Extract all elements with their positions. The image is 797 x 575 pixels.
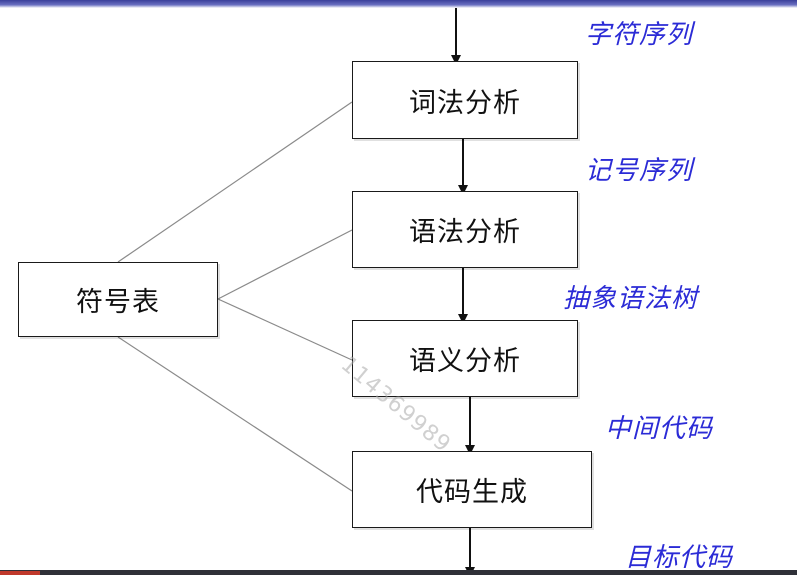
- symtab-link-syntax: [217, 229, 353, 300]
- flow-label-token-sequence: 记号序列: [585, 156, 694, 186]
- bottom-taskbar-strip: [0, 570, 797, 575]
- flow-label-ast: 抽象语法树: [563, 284, 699, 314]
- stage-semantic-analysis: 语义分析: [352, 320, 578, 397]
- top-banner-strip: [0, 0, 797, 8]
- symtab-link-semantic: [217, 298, 353, 361]
- stage-lexical-analysis: 词法分析: [352, 61, 578, 139]
- symtab-link-codegen: [117, 336, 353, 492]
- stage-syntax-label: 语法分析: [409, 217, 521, 248]
- stage-syntax-analysis: 语法分析: [352, 191, 578, 268]
- bottom-indicator-mark: [0, 571, 40, 575]
- stage-code-generation: 代码生成: [352, 451, 592, 528]
- symtab-link-lexical: [117, 101, 353, 263]
- symbol-table-box: 符号表: [18, 262, 218, 337]
- stage-lexical-label: 词法分析: [409, 87, 521, 119]
- stage-semantic-label: 语义分析: [409, 346, 521, 377]
- flow-label-intermediate-code: 中间代码: [605, 414, 714, 444]
- flow-label-char-sequence: 字符序列: [585, 20, 694, 50]
- stage-codegen-label: 代码生成: [416, 477, 528, 508]
- flow-label-target-code: 目标代码: [625, 543, 734, 573]
- symbol-table-label: 符号表: [76, 287, 160, 318]
